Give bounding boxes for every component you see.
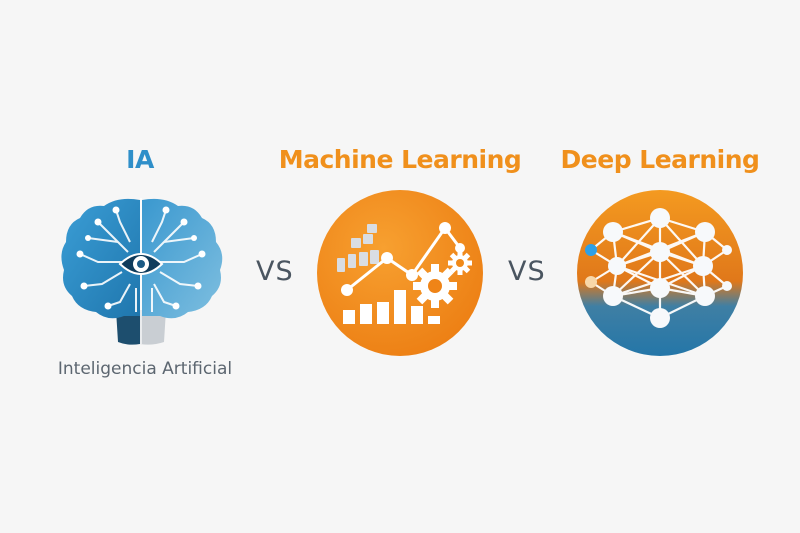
ml-title: Machine Learning [278,145,522,174]
ml-chart-gears-icon [317,190,483,356]
neural-network-icon [577,190,743,356]
ia-title: IA [126,145,154,174]
vs-separator-2: VS [508,256,546,287]
dl-title: Deep Learning [560,145,760,174]
ia-caption: Inteligencia Artificial [57,359,233,379]
vs-separator-1: VS [256,256,294,287]
brain-circuit-icon [58,192,230,350]
